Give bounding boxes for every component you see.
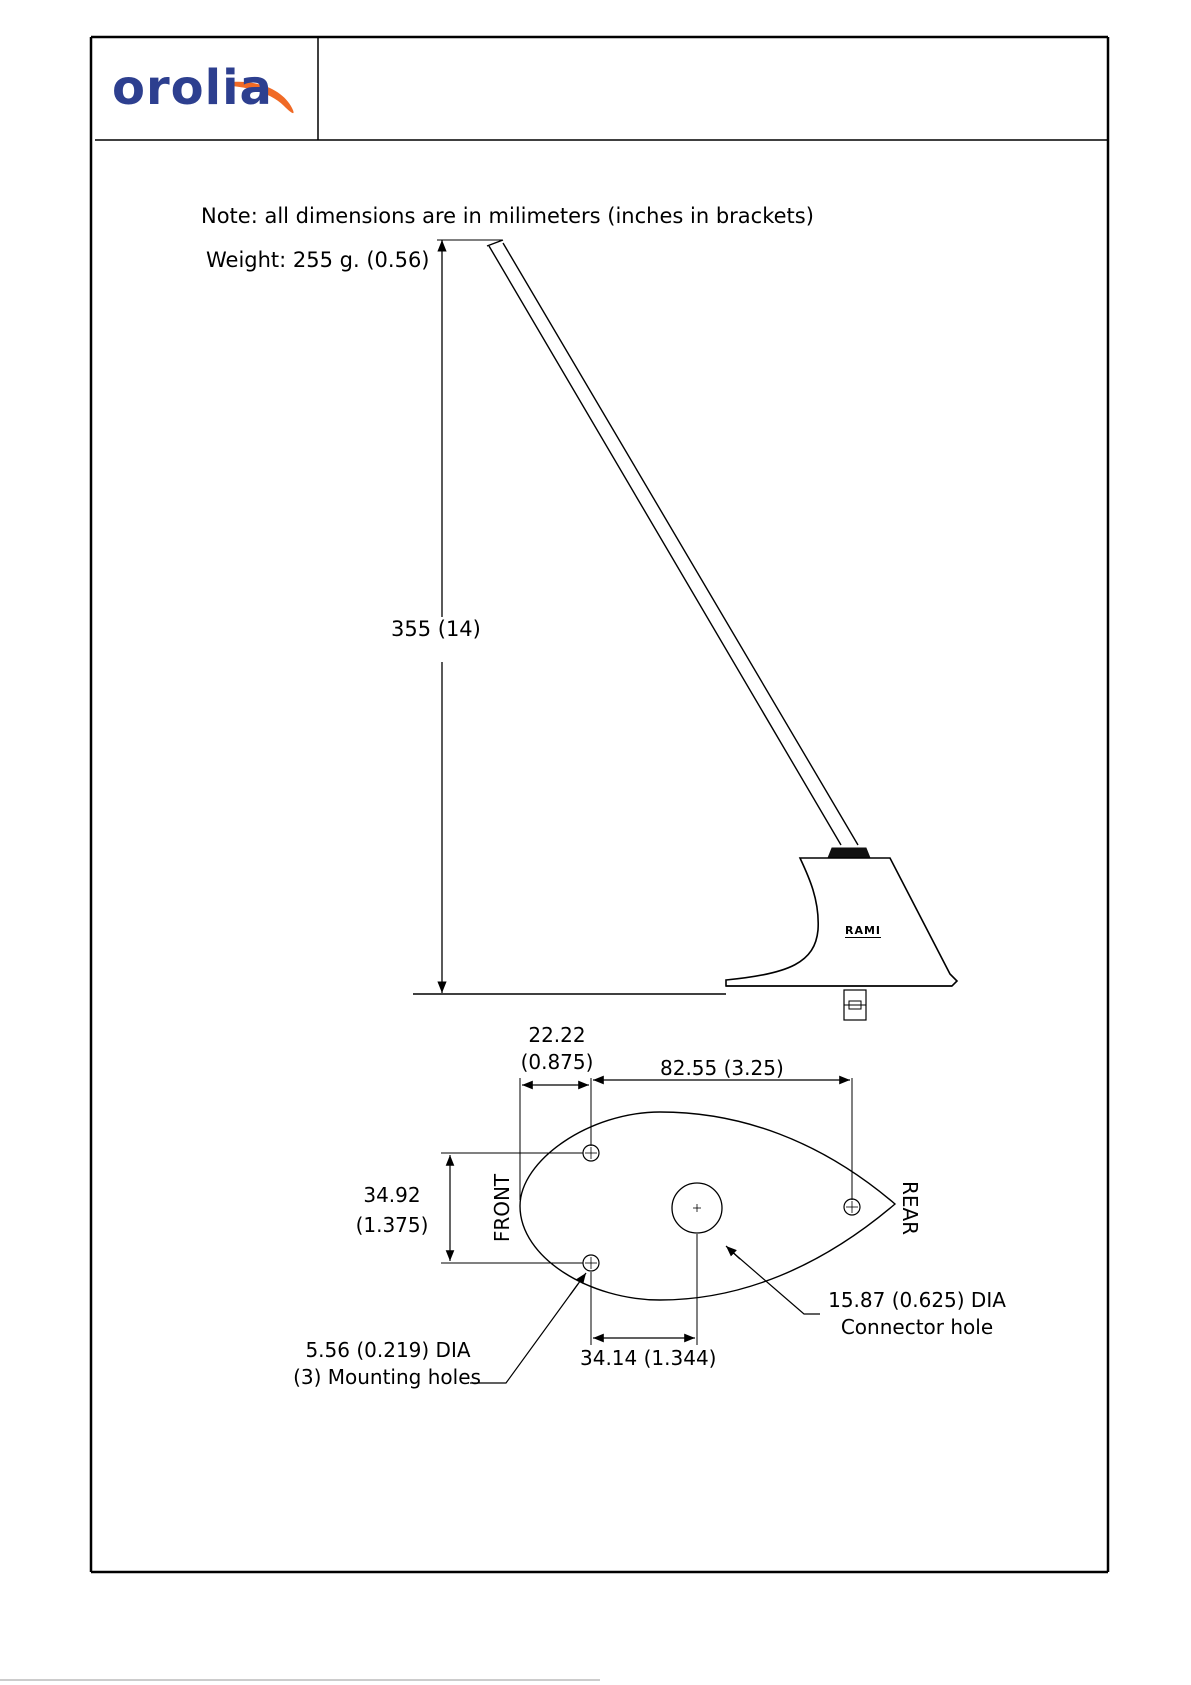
connector-hole-label: Connector hole: [822, 1315, 1012, 1339]
mounting-hole-size: 5.56 (0.219) DIA: [288, 1338, 488, 1362]
units-note: Note: all dimensions are in milimeters (…: [201, 204, 814, 228]
antenna-footprint-view: [520, 1112, 895, 1300]
width-mm: 34.92: [350, 1183, 434, 1207]
orolia-logo: orolia: [112, 58, 292, 128]
front-label: FRONT: [490, 1168, 514, 1248]
connector-offset-label: 34.14 (1.344): [580, 1346, 716, 1370]
weight-label: Weight: 255 g. (0.56): [206, 248, 430, 272]
length-dimension-label: 82.55 (3.25): [660, 1056, 784, 1080]
height-dimension-label: 355 (14): [389, 617, 483, 641]
hole-spacing-in: (0.875): [516, 1050, 598, 1074]
logo-wordmark: orolia: [112, 58, 273, 118]
base-brand-mark: RAMI: [845, 925, 881, 938]
mounting-hole-label: (3) Mounting holes: [280, 1365, 494, 1389]
rear-label: REAR: [898, 1173, 922, 1243]
width-in: (1.375): [350, 1213, 434, 1237]
antenna-side-view: [487, 240, 957, 1020]
hole-spacing-mm: 22.22: [522, 1023, 592, 1047]
connector-hole-size: 15.87 (0.625) DIA: [822, 1288, 1012, 1312]
